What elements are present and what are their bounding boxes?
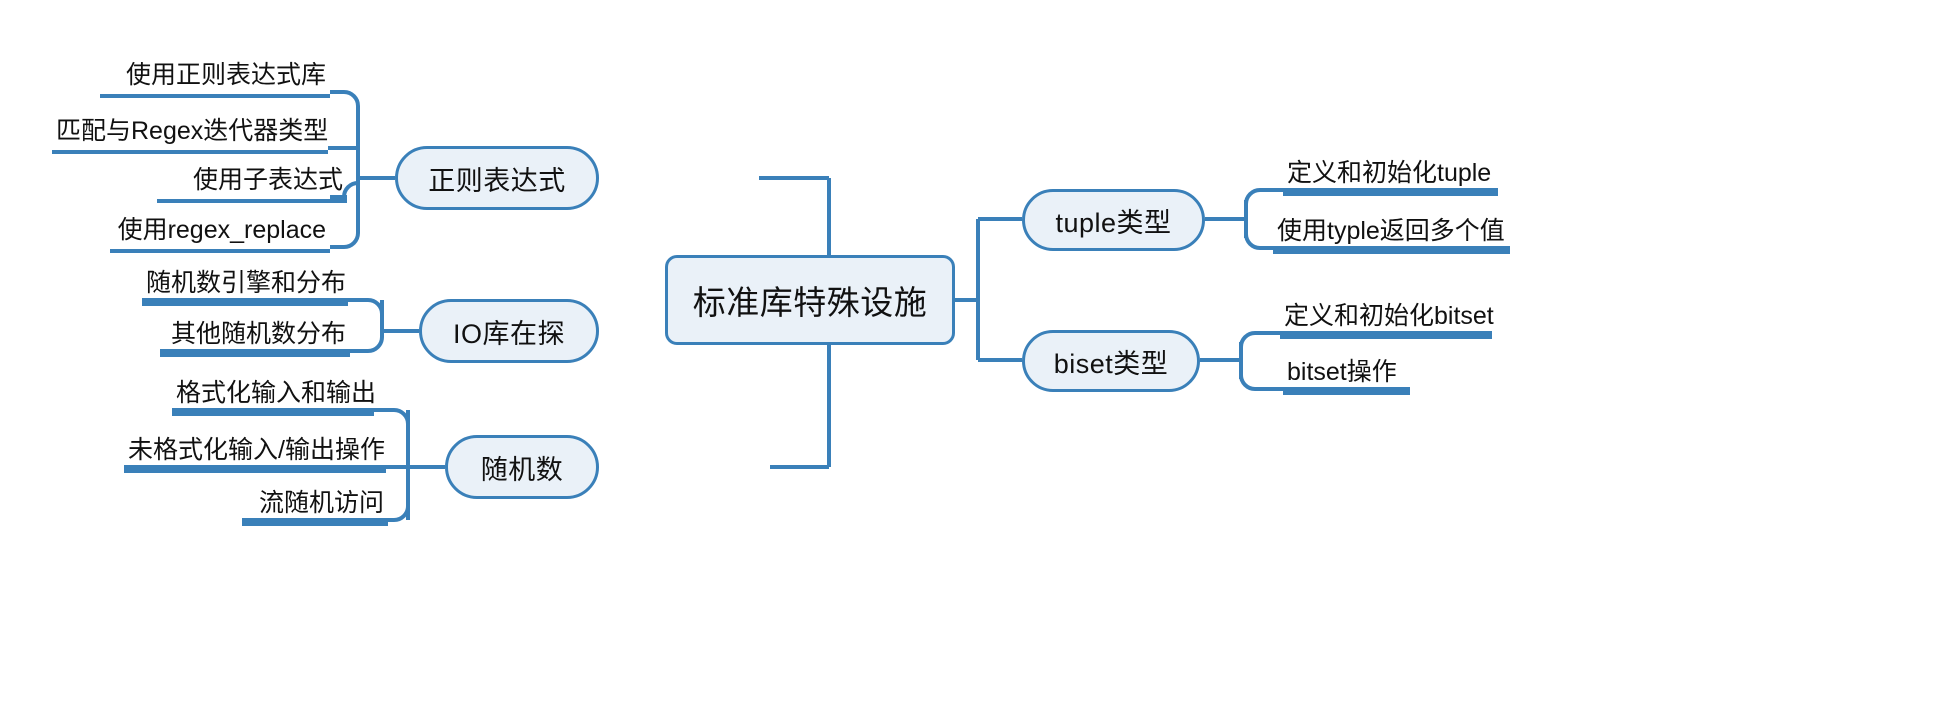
leaf-io-2[interactable]: 其他随机数分布 bbox=[160, 317, 350, 357]
leaf-tuple-1[interactable]: 定义和初始化tuple bbox=[1283, 156, 1498, 196]
leaf-tuple-2[interactable]: 使用typle返回多个值 bbox=[1273, 214, 1510, 254]
branch-label-tuple: tuple类型 bbox=[1055, 207, 1172, 238]
leaf-label: 定义和初始化bitset bbox=[1284, 302, 1494, 330]
branch-node-io[interactable]: IO库在探 bbox=[419, 299, 599, 363]
branch-node-random[interactable]: 随机数 bbox=[445, 435, 599, 499]
branch-node-regex[interactable]: 正则表达式 bbox=[395, 146, 599, 210]
leaf-regex-4[interactable]: 使用regex_replace bbox=[110, 213, 330, 253]
leaf-regex-1[interactable]: 使用正则表达式库 bbox=[100, 58, 330, 98]
leaf-label: bitset操作 bbox=[1287, 358, 1397, 386]
leaf-label: 使用typle返回多个值 bbox=[1277, 217, 1505, 245]
leaf-label: 格式化输入和输出 bbox=[176, 379, 377, 407]
leaf-label: 使用子表达式 bbox=[192, 166, 343, 194]
branch-node-tuple[interactable]: tuple类型 bbox=[1022, 189, 1205, 251]
leaf-regex-3[interactable]: 使用子表达式 bbox=[157, 163, 347, 203]
leaf-label: 其他随机数分布 bbox=[170, 320, 346, 348]
leaf-label: 匹配与Regex迭代器类型 bbox=[56, 117, 329, 145]
center-node[interactable]: 标准库特殊设施 bbox=[665, 255, 955, 345]
wire-regex-leaf4 bbox=[330, 228, 360, 249]
wire-regex-leaf1 bbox=[330, 90, 360, 110]
leaf-label: 未格式化输入/输出操作 bbox=[128, 436, 385, 464]
leaf-biset-2[interactable]: bitset操作 bbox=[1283, 355, 1410, 395]
leaf-label: 流随机访问 bbox=[258, 489, 384, 517]
branch-label-regex: 正则表达式 bbox=[428, 165, 566, 196]
leaf-biset-1[interactable]: 定义和初始化bitset bbox=[1280, 299, 1494, 339]
leaf-regex-2[interactable]: 匹配与Regex迭代器类型 bbox=[52, 114, 328, 154]
center-node-label: 标准库特殊设施 bbox=[692, 284, 928, 321]
branch-label-io: IO库在探 bbox=[452, 318, 565, 349]
leaf-label: 随机数引擎和分布 bbox=[146, 269, 347, 297]
leaf-random-2[interactable]: 未格式化输入/输出操作 bbox=[124, 433, 386, 473]
leaf-io-1[interactable]: 随机数引擎和分布 bbox=[142, 266, 348, 306]
branch-label-random: 随机数 bbox=[480, 454, 564, 485]
leaf-label: 定义和初始化tuple bbox=[1287, 159, 1492, 187]
branch-node-biset[interactable]: biset类型 bbox=[1022, 330, 1200, 392]
leaf-random-3[interactable]: 流随机访问 bbox=[242, 486, 388, 526]
leaf-label: 使用regex_replace bbox=[117, 216, 326, 244]
leaf-random-1[interactable]: 格式化输入和输出 bbox=[172, 376, 377, 416]
leaf-label: 使用正则表达式库 bbox=[125, 61, 326, 89]
branch-label-biset: biset类型 bbox=[1053, 348, 1169, 379]
